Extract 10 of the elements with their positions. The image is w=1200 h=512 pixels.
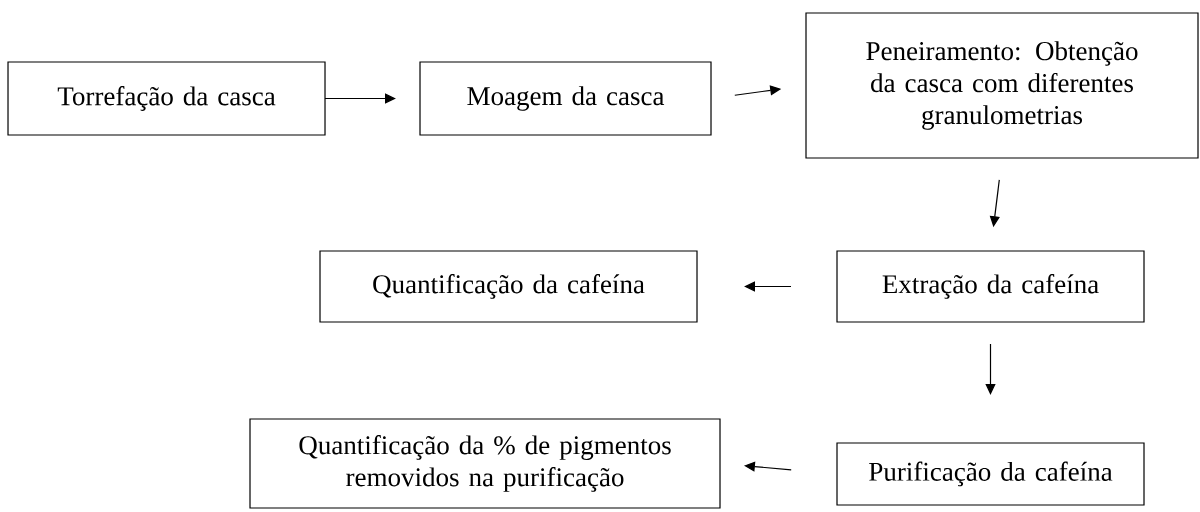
arrow: [744, 281, 792, 292]
process-box: Quantificação da cafeína: [319, 250, 698, 323]
process-box: Moagem da casca: [419, 61, 712, 136]
process-box: Peneiramento: Obtenção da casca com diferentes granulometrias: [805, 12, 1199, 159]
process-box: Quantificação da % de pigmentos removidos na purificação: [249, 418, 721, 509]
process-box: Torrefação da casca: [7, 61, 326, 136]
arrow: [985, 343, 996, 395]
arrow: [324, 93, 396, 104]
process-box: Purificação da cafeína: [836, 442, 1145, 506]
process-box: Extração da cafeína: [836, 250, 1145, 323]
